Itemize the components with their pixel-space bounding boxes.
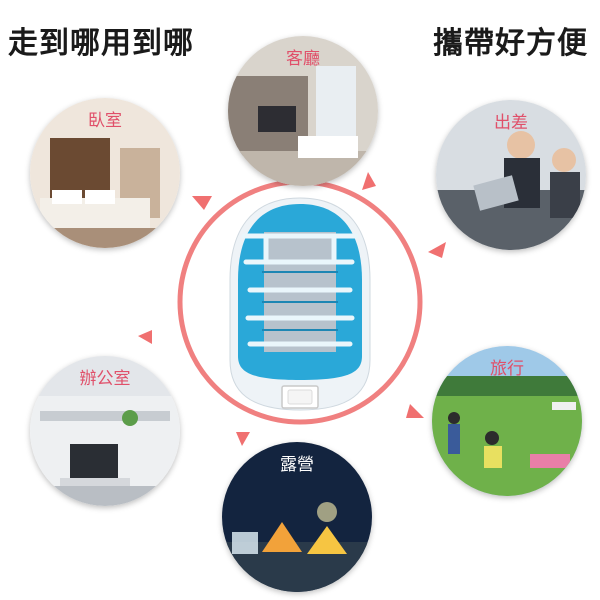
scene-travel: 旅行 <box>432 346 582 496</box>
arrows <box>138 172 446 446</box>
arrow-bottom <box>236 432 250 446</box>
scene-label-travel: 旅行 <box>490 359 524 379</box>
headline-right: 攜帶好方便 <box>433 26 588 61</box>
bedroom-image <box>30 98 180 248</box>
arrow-left <box>138 330 152 344</box>
scene-business-trip: 出差 <box>436 100 586 250</box>
scene-label-office: 辦公室 <box>79 369 131 389</box>
scene-label-camping: 露營 <box>280 455 314 475</box>
arrow-bottom-right <box>406 404 424 418</box>
arrow-top-left <box>192 196 212 210</box>
arrow-top <box>362 172 376 190</box>
scene-label-business-trip: 出差 <box>494 113 528 133</box>
pink-ring <box>177 179 423 425</box>
mosquito-lamp-device <box>229 197 371 411</box>
scene-label-living-room: 客廳 <box>286 49 320 69</box>
headline-left: 走到哪用到哪 <box>8 26 194 61</box>
scene-camping: 露營 <box>222 442 372 592</box>
scene-living-room: 客廳 <box>228 36 378 186</box>
scene-label-bedroom: 臥室 <box>88 111 122 131</box>
travel-image <box>432 346 582 496</box>
scene-bedroom: 臥室 <box>30 98 180 248</box>
arrow-right <box>428 242 446 258</box>
scene-office: 辦公室 <box>30 356 180 506</box>
business-trip-image <box>436 100 586 250</box>
